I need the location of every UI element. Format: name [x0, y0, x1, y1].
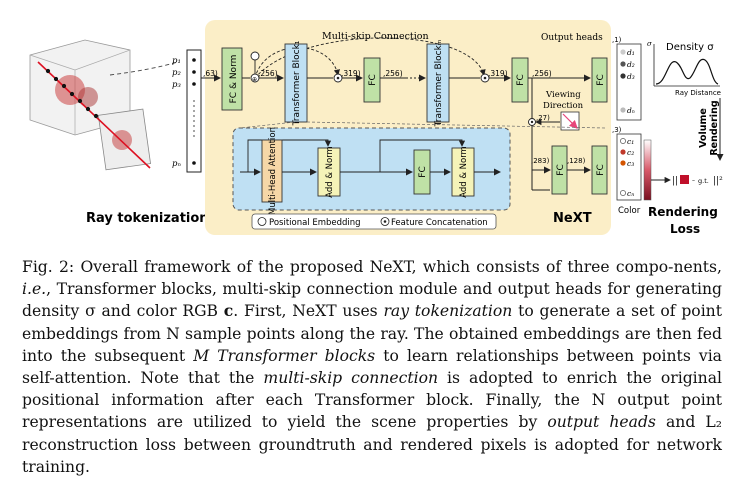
dim-3: ,3): [612, 126, 622, 134]
legend-positional-embedding: Positional Embedding: [269, 218, 361, 228]
fc-box-2: [511, 57, 529, 103]
fc-label-inner: FC: [418, 166, 428, 177]
fc-box-1: [363, 57, 381, 103]
caption-p5: to learn relationships between points vi…: [22, 346, 722, 388]
legend-box: [251, 213, 497, 230]
multi-skip-label: Multi-skip Connection: [322, 31, 429, 42]
color-c3: c₃: [627, 159, 634, 168]
fc-label-color-2: FC: [596, 164, 606, 175]
color-column: [616, 133, 642, 201]
fc-label-color-1: FC: [556, 164, 566, 175]
loss-label: Loss: [670, 222, 700, 236]
transformer-block-m: [426, 43, 450, 123]
dim-63: ,63): [203, 69, 218, 78]
next-label: NeXT: [553, 211, 592, 226]
caption-p2: , Transformer blocks, multi-skip connect…: [22, 280, 722, 321]
caption-p4: to generate a set of point embeddings fr…: [22, 302, 722, 365]
caption-output-heads: output heads: [547, 413, 656, 432]
svg-text:||: ||: [672, 176, 678, 186]
density-d1: d₁: [627, 48, 635, 57]
caption-p3: . First, NeXT uses: [233, 302, 384, 321]
transformer-block-1: [284, 43, 308, 123]
dim-283: ,283): [531, 157, 550, 165]
density-curve: [655, 58, 719, 85]
rendered-color-bar: [643, 139, 652, 201]
add-norm-label-2: Add & Norm: [459, 146, 469, 198]
point-label-3: p₃: [172, 80, 181, 90]
fc-box-color-2: [591, 145, 608, 195]
dim-1: ,1): [612, 36, 622, 44]
dim-319a: ,319): [341, 69, 361, 78]
caption-p7: and L₂ reconstruction loss between groun…: [22, 413, 722, 476]
multi-head-attention-box: [261, 139, 283, 203]
figure-caption: Fig. 2: Overall framework of the propose…: [22, 256, 722, 478]
fc-norm-box: [221, 47, 243, 111]
color-label: Color: [618, 206, 641, 216]
color-c2: c₂: [627, 148, 634, 157]
multi-head-attention-label: Multi-Head Attention: [268, 127, 278, 215]
dim-319b: ,319): [488, 69, 508, 78]
ray-tokenization-label: Ray tokenization: [86, 211, 209, 226]
point-label-2: p₂: [172, 68, 181, 78]
fc-label-1: FC: [368, 74, 378, 85]
dim-256a: ,256): [258, 69, 278, 78]
framework-figure: Ray tokenization p₁ p₂ p₃ pₙ NeXT Multi-…: [29, 20, 724, 236]
density-d3: d₃: [627, 72, 635, 81]
add-norm-label-1: Add & Norm: [325, 146, 335, 198]
dim-27: ,27): [536, 114, 550, 122]
caption-prefix: Fig. 2: Overall framework of the propose…: [22, 258, 722, 276]
transformer-block-m-label: Transformer Blockₘ: [434, 39, 444, 127]
density-d2: d₂: [627, 60, 635, 69]
transformer-detail: [232, 127, 511, 211]
svg-text:⊕: ⊕: [252, 76, 257, 83]
pos-embed-icon: [250, 51, 260, 61]
caption-c: c: [223, 301, 234, 321]
volume-rendering-label: VolumeRendering: [698, 100, 720, 155]
point-label-n: pₙ: [172, 159, 181, 169]
caption-ie: i.e.: [22, 280, 47, 299]
svg-text:||²: ||²: [713, 176, 723, 186]
rendered-pixel: [680, 175, 689, 184]
point-label-1: p₁: [172, 56, 181, 66]
output-heads-label: Output heads: [541, 33, 603, 43]
dim-256b: ,256): [383, 69, 403, 78]
dim-256c: ,256): [532, 69, 552, 78]
fc-label-2: FC: [516, 74, 526, 85]
caption-m-transformer-blocks: M Transformer blocks: [193, 346, 376, 365]
caption-ray-tokenization: ray tokenization: [383, 302, 513, 321]
svg-text:–: –: [692, 177, 695, 184]
ray-distance-label: Ray Distance: [675, 89, 721, 97]
transformer-block-1-label: Transformer Block₁: [292, 40, 302, 126]
density-column: [616, 43, 642, 121]
gt-label: g.t.: [698, 177, 709, 185]
scene-illustration: [29, 39, 179, 171]
color-c1: c₁: [627, 137, 634, 146]
legend-feature-concatenation: Feature Concatenation: [391, 218, 488, 228]
caption-p6: is adopted to enrich the original positi…: [22, 369, 722, 432]
sigma-axis-label: σ: [647, 40, 652, 48]
dim-128: ,128): [567, 157, 586, 165]
density-title: Density σ: [666, 42, 714, 53]
rendering-label: Rendering: [648, 205, 718, 219]
color-cn: cₙ: [627, 189, 634, 198]
fc-box-density: [591, 57, 608, 103]
fc-label-density: FC: [596, 74, 606, 85]
caption-multi-skip: multi-skip connection: [263, 369, 439, 388]
legend-pos-embed-icon: [257, 217, 267, 226]
fc-norm-label: FC & Norm: [229, 55, 239, 104]
density-dn: dₙ: [627, 106, 635, 115]
